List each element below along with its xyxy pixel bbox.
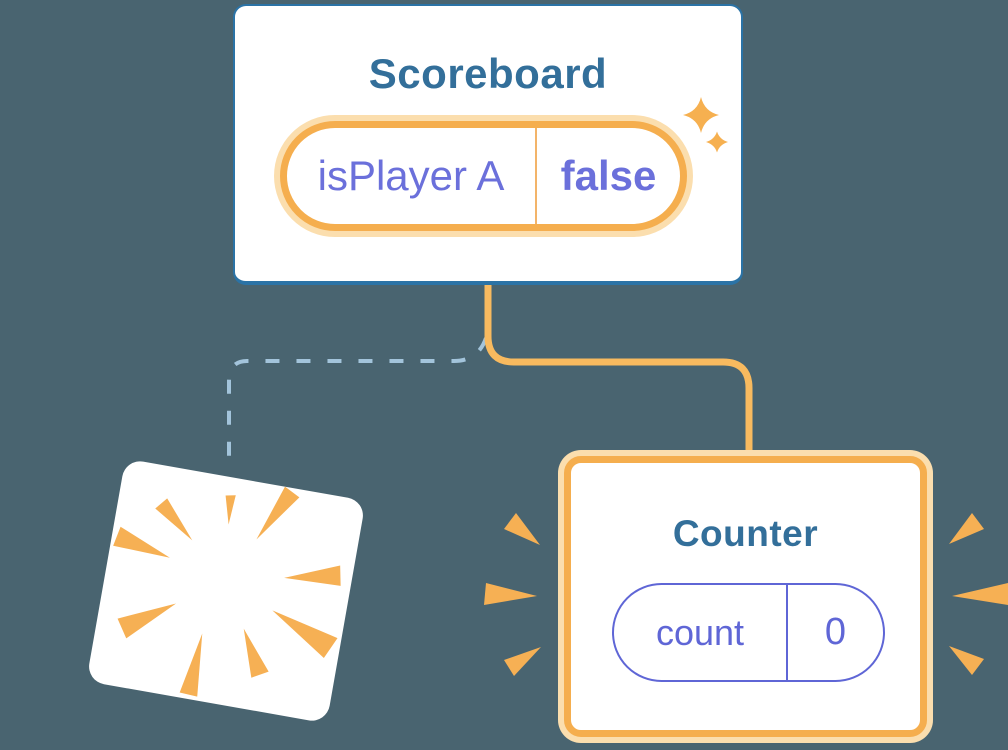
state-name-label: isPlayer A (317, 152, 505, 199)
count-name-cell: count (614, 585, 788, 680)
scoreboard-state-pill: isPlayer A false (280, 121, 687, 231)
state-value-cell: false (537, 128, 680, 224)
count-value-label: 0 (824, 611, 847, 653)
state-name-cell: isPlayer A (287, 128, 537, 224)
counter-state-pill: count 0 (612, 583, 885, 682)
connector-destroyed-line (227, 337, 488, 465)
destroyed-component-card (86, 458, 366, 724)
counter-card: Counter count 0 (564, 456, 927, 737)
scoreboard-card: Scoreboard isPlayer A false (233, 4, 743, 285)
poof-burst-icon (113, 486, 341, 697)
state-value-label: false (560, 152, 657, 199)
count-name-label: count (655, 611, 745, 653)
count-value-cell: 0 (788, 585, 883, 680)
scoreboard-title: Scoreboard (368, 50, 608, 97)
counter-title: Counter (672, 513, 819, 554)
connector-active-line (484, 278, 753, 462)
